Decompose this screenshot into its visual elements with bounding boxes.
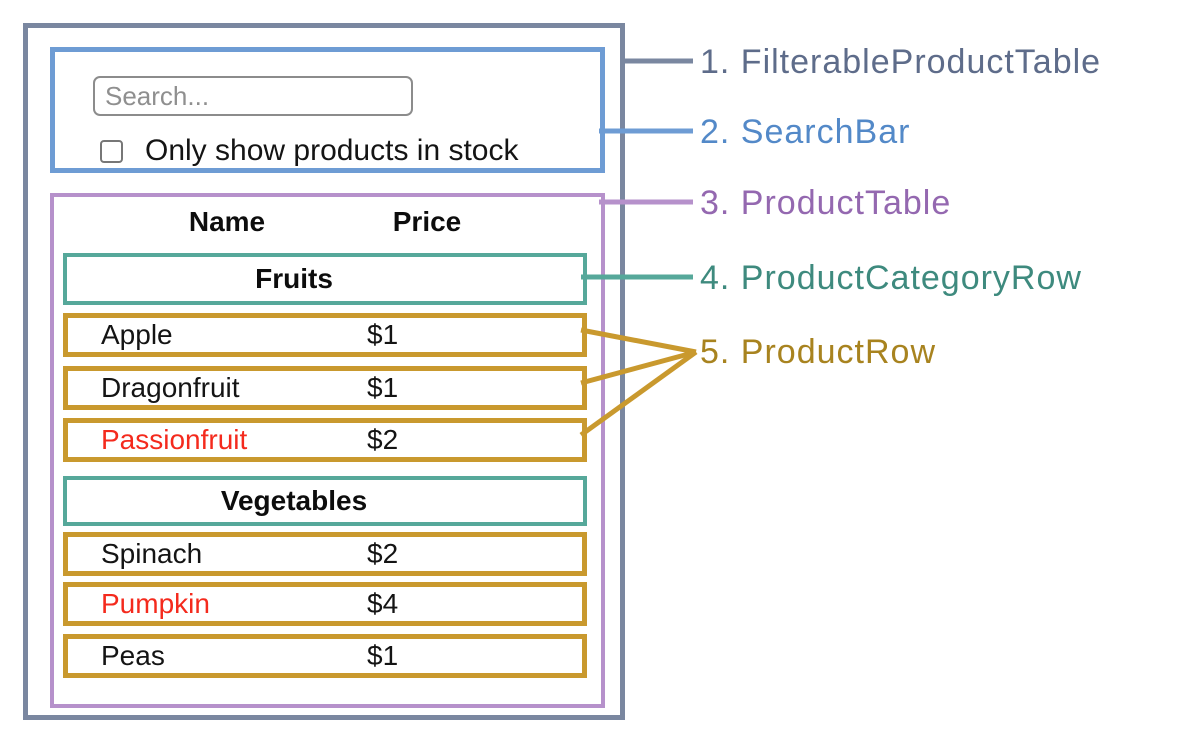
legend-label-product-category-row: 4. ProductCategoryRow (700, 259, 1082, 297)
product-table-box: Name Price Fruits Apple $1 Dragonfruit $… (50, 193, 605, 708)
search-bar-box: Only show products in stock (50, 47, 605, 173)
in-stock-filter: Only show products in stock (100, 134, 519, 168)
column-header-price: Price (392, 206, 462, 237)
product-name-cell: Peas (101, 640, 165, 671)
legend-label-search-bar: 2. SearchBar (700, 113, 911, 151)
product-price-cell: $2 (367, 424, 399, 455)
product-row: Dragonfruit $1 (63, 366, 587, 410)
legend-label-product-table: 3. ProductTable (700, 184, 952, 222)
product-price-cell: $1 (367, 372, 399, 403)
product-price-cell: $1 (367, 319, 399, 350)
product-name-cell: Passionfruit (101, 424, 248, 455)
product-name-cell: Apple (101, 319, 173, 350)
in-stock-checkbox-label: Only show products in stock (145, 134, 519, 167)
legend-label-product-row: 5. ProductRow (700, 333, 936, 371)
product-row: Spinach $2 (63, 532, 587, 576)
product-category-row-fruits: Fruits (63, 253, 587, 305)
product-row: Passionfruit $2 (63, 418, 587, 462)
product-row: Peas $1 (63, 634, 587, 678)
product-price-cell: $4 (367, 588, 399, 619)
filterable-product-table-box: Only show products in stock Name Price F… (23, 23, 625, 720)
search-input[interactable] (93, 76, 413, 116)
product-row: Apple $1 (63, 313, 587, 357)
product-price-cell: $1 (367, 640, 399, 671)
product-name-cell: Pumpkin (101, 588, 210, 619)
product-category-row-vegetables: Vegetables (63, 476, 587, 526)
product-price-cell: $2 (367, 538, 399, 569)
column-header-name: Name (188, 206, 266, 237)
in-stock-checkbox[interactable] (100, 139, 123, 163)
product-name-cell: Spinach (101, 538, 203, 569)
legend-label-filterable-product-table: 1. FilterableProductTable (700, 43, 1102, 81)
product-name-cell: Dragonfruit (101, 372, 240, 403)
product-row: Pumpkin $4 (63, 582, 587, 626)
